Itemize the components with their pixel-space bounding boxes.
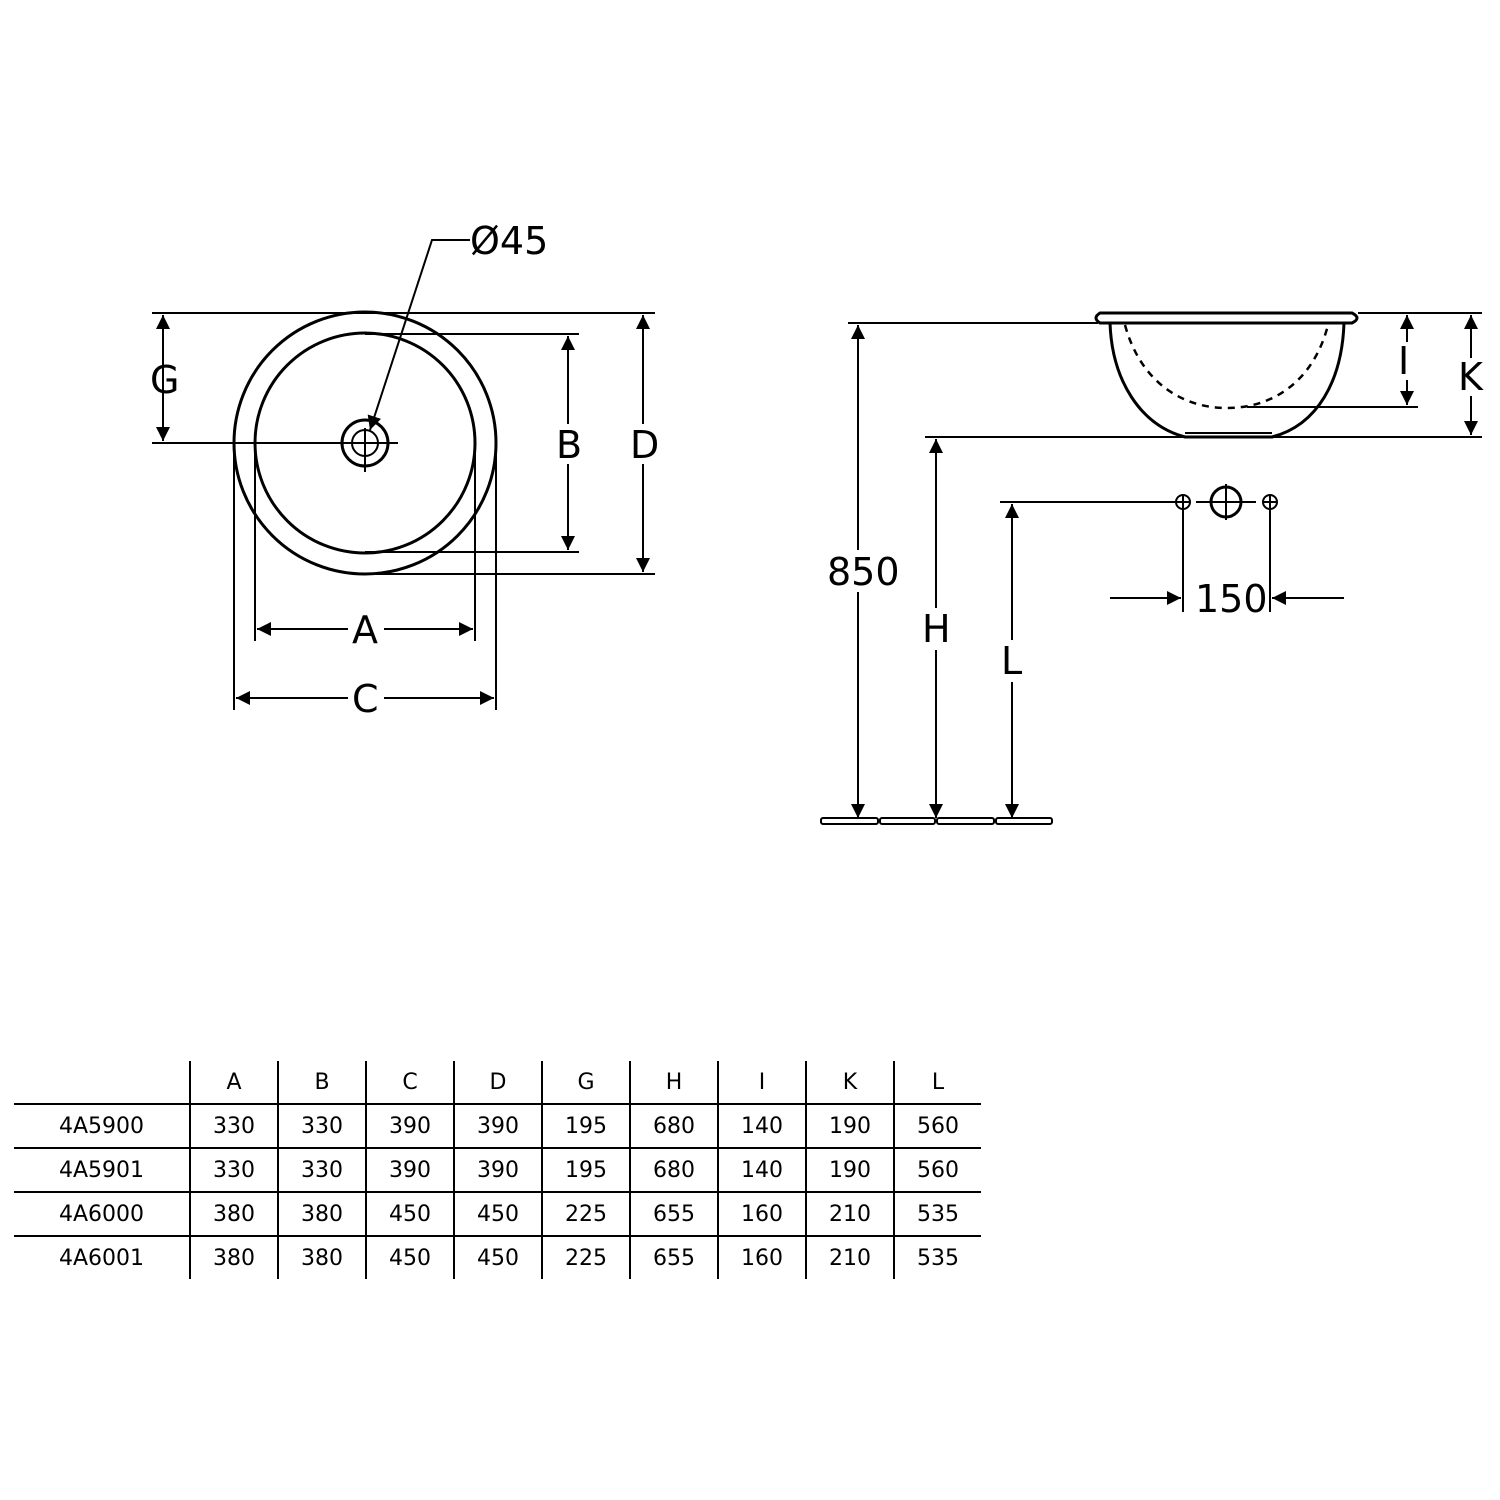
table-cell: 225 [541, 1191, 630, 1236]
tap-hole-center [1196, 484, 1256, 520]
table-cell: 450 [365, 1191, 454, 1236]
table-cell: 195 [541, 1147, 630, 1192]
table-cell: 655 [629, 1235, 718, 1279]
table-header-cell: B [277, 1061, 366, 1104]
table-cell: 190 [805, 1147, 894, 1192]
table-cell: 330 [277, 1103, 366, 1148]
table-cell: 560 [893, 1103, 981, 1148]
table-cell: 140 [717, 1103, 806, 1148]
model-code-cell: 4A6000 [14, 1191, 190, 1236]
table-cell: 655 [629, 1191, 718, 1236]
dimension-h-label: H [922, 607, 951, 651]
table-cell: 330 [277, 1147, 366, 1192]
table-cell: 330 [189, 1103, 278, 1148]
table-cell: 535 [893, 1191, 981, 1236]
top-view: Ø45 G B D A C [150, 219, 661, 721]
table-cell: 140 [717, 1147, 806, 1192]
table-cell: 535 [893, 1235, 981, 1279]
table-cell: 390 [365, 1103, 454, 1148]
table-cell: 450 [453, 1191, 542, 1236]
table-header-cell: G [541, 1061, 630, 1104]
table-cell: 160 [717, 1235, 806, 1279]
table-cell: 380 [189, 1191, 278, 1236]
table-cell: 195 [541, 1103, 630, 1148]
dimension-b-label: B [556, 423, 582, 467]
basin-inner-dashed [1123, 324, 1330, 410]
model-code-cell: 4A6001 [14, 1235, 190, 1279]
table-cell: 390 [453, 1103, 542, 1148]
dimension-k-label: K [1458, 355, 1484, 399]
table-row: 4A6000 380 380 450 450 225 655 160 210 5… [14, 1191, 981, 1236]
table-cell: 560 [893, 1147, 981, 1192]
table-header-cell: H [629, 1061, 718, 1104]
table-cell: 210 [805, 1191, 894, 1236]
table-cell: 225 [541, 1235, 630, 1279]
dimension-c-label: C [352, 677, 379, 721]
table-header-cell [14, 1061, 190, 1104]
table-cell: 380 [189, 1235, 278, 1279]
dimension-i-label: I [1398, 339, 1409, 383]
dimension-850-label: 850 [827, 550, 900, 594]
table-header-cell: I [717, 1061, 806, 1104]
dimension-a-label: A [352, 608, 378, 652]
dimension-g-label: G [150, 358, 179, 402]
basin-rim [1094, 311, 1359, 325]
dimension-table: A B C D G H I K L 4A5900 330 330 390 390… [14, 1061, 981, 1279]
dimension-l-label: L [1001, 639, 1022, 683]
basin-body [1108, 322, 1346, 439]
table-cell: 190 [805, 1103, 894, 1148]
table-cell: 330 [189, 1147, 278, 1192]
dimension-d-label: D [630, 423, 659, 467]
table-cell: 680 [629, 1103, 718, 1148]
table-header-cell: A [189, 1061, 278, 1104]
table-cell: 210 [805, 1235, 894, 1279]
tap-hole-left [1175, 494, 1191, 510]
drain-symbol [339, 418, 398, 472]
drain-diameter-label: Ø45 [470, 219, 548, 263]
table-cell: 380 [277, 1191, 366, 1236]
technical-drawing: Ø45 G B D A C [150, 219, 1488, 825]
table-header-cell: D [453, 1061, 542, 1104]
floor-line [820, 817, 1053, 825]
side-view: I K 850 H L [820, 311, 1488, 825]
table-header-cell: K [805, 1061, 894, 1104]
table-row: 4A5901 330 330 390 390 195 680 140 190 5… [14, 1147, 981, 1192]
tap-hole-right [1262, 494, 1278, 510]
dimension-150-label: 150 [1195, 577, 1268, 621]
table-row: 4A6001 380 380 450 450 225 655 160 210 5… [14, 1235, 981, 1279]
table-header-row: A B C D G H I K L [14, 1061, 981, 1104]
table-row: 4A5900 330 330 390 390 195 680 140 190 5… [14, 1103, 981, 1148]
table-header-cell: L [893, 1061, 981, 1104]
table-cell: 680 [629, 1147, 718, 1192]
table-cell: 390 [365, 1147, 454, 1192]
model-code-cell: 4A5901 [14, 1147, 190, 1192]
table-cell: 450 [453, 1235, 542, 1279]
table-cell: 380 [277, 1235, 366, 1279]
drain-leader-line [367, 239, 470, 431]
table-cell: 450 [365, 1235, 454, 1279]
table-cell: 160 [717, 1191, 806, 1236]
table-cell: 390 [453, 1147, 542, 1192]
model-code-cell: 4A5900 [14, 1103, 190, 1148]
table-header-cell: C [365, 1061, 454, 1104]
